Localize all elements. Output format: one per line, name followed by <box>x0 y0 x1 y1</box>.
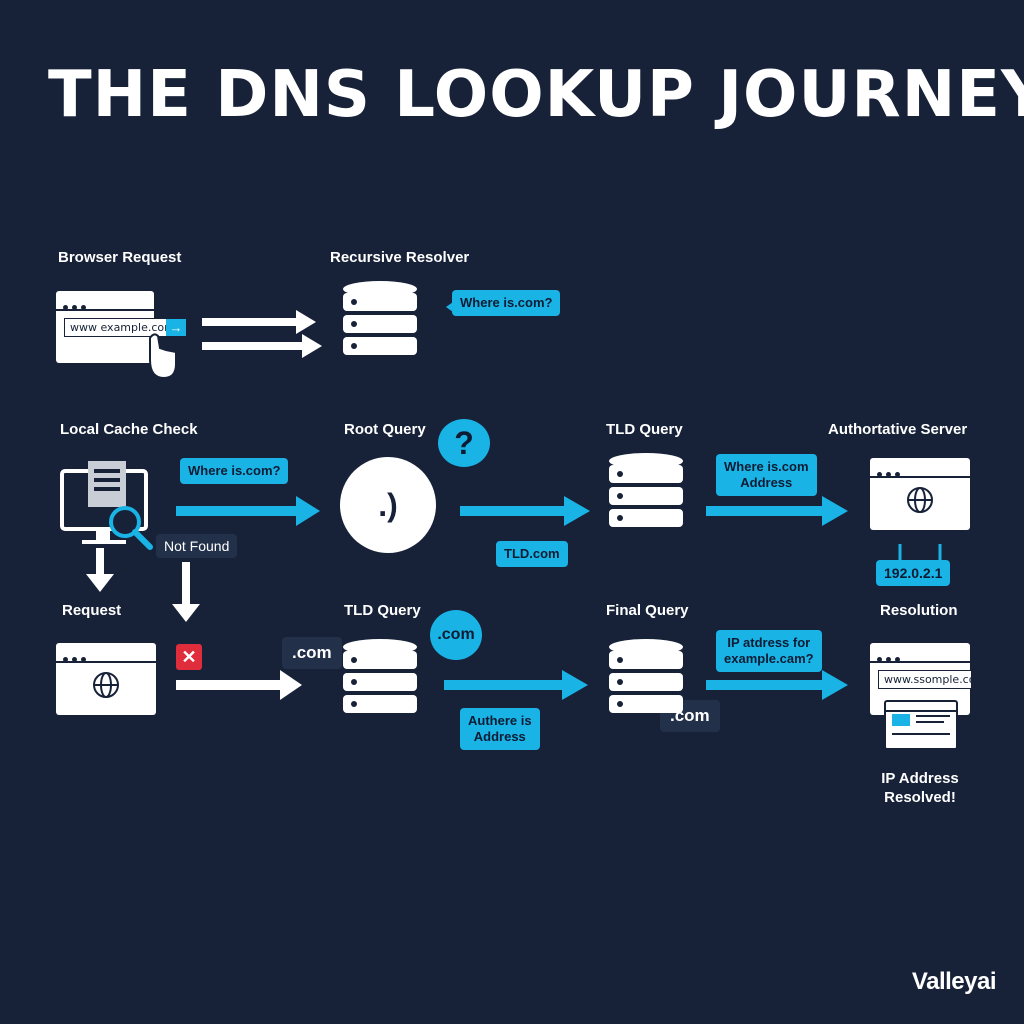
error-x-icon: ✕ <box>176 644 202 670</box>
resolved-page-icon <box>884 700 958 750</box>
step-resolution: Resolution <box>880 602 958 619</box>
step-final-query: Final Query <box>606 602 689 619</box>
step-request: Request <box>62 602 122 619</box>
com-tag-left: .com <box>282 637 342 669</box>
server-stack-icon-tld-top <box>609 453 683 527</box>
bubble-where-resolver: Where is.com? <box>445 290 561 316</box>
step-local-cache-check: Local Cache Check <box>60 421 198 438</box>
server-stack-icon-tld-bottom <box>343 639 417 713</box>
browser-url-field: www example.com <box>64 318 175 337</box>
page-title: THE DNS LOOKUP JOURNEY <box>48 58 1024 132</box>
authoritative-browser-icon <box>870 458 970 530</box>
not-found-tag: Not Found <box>156 534 238 558</box>
monitor-icon <box>60 461 148 544</box>
ip-address-resolved-label: IP Address Resolved! <box>881 770 959 806</box>
server-stack-icon-resolver <box>343 281 417 355</box>
step-recursive-resolver: Recursive Resolver <box>330 249 470 266</box>
brand-logo: Valleyai <box>911 968 997 995</box>
step-root-query: Root Query <box>344 421 426 438</box>
magnifier-icon <box>109 506 153 550</box>
com-tag-final: .com <box>660 700 720 732</box>
step-tld-query-bottom: TLD Query <box>344 602 421 619</box>
bubble-where-address: Where is.com Address <box>716 454 817 496</box>
bubble-ip-value: 192.0.2.1 <box>876 560 951 586</box>
step-tld-query-top: TLD Query <box>606 421 683 438</box>
bubble-com-circle: .com <box>430 610 482 660</box>
bubble-where-cache: Where is.com? <box>180 458 289 484</box>
step-authoritative-server: Authortative Server <box>828 421 968 438</box>
bubble-ip-address-for: IP atdress for example.cam? <box>716 630 822 672</box>
resolution-url-field: www.ssomple.com <box>878 670 986 689</box>
question-bubble-icon: ? <box>438 419 490 467</box>
bubble-authere-address: Authere is Address <box>460 708 540 750</box>
go-arrow-icon: → <box>166 319 186 336</box>
step-browser-request: Browser Request <box>58 249 182 266</box>
root-server-icon: .) <box>340 457 436 553</box>
request-browser-icon <box>56 643 156 715</box>
bubble-tld-com: TLD.com <box>496 541 568 567</box>
